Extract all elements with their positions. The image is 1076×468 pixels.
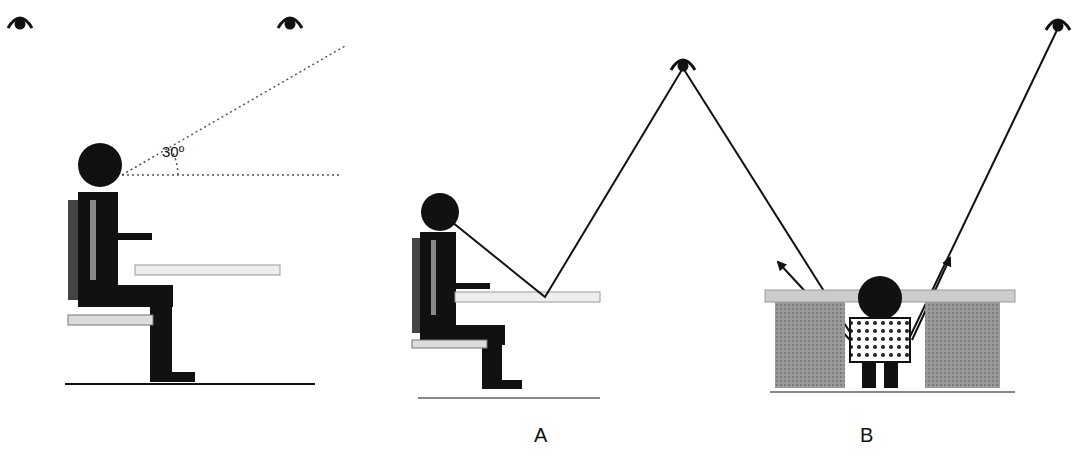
seated-person <box>412 193 600 398</box>
seated-person <box>65 143 315 384</box>
panel-label: B <box>860 424 873 447</box>
panel-label: A <box>534 424 547 447</box>
light-ray <box>452 28 1058 345</box>
standing-person <box>765 276 1015 392</box>
lamp-symbol <box>8 18 1070 70</box>
sight-line <box>122 46 345 175</box>
angle-label: 30º <box>162 143 184 160</box>
